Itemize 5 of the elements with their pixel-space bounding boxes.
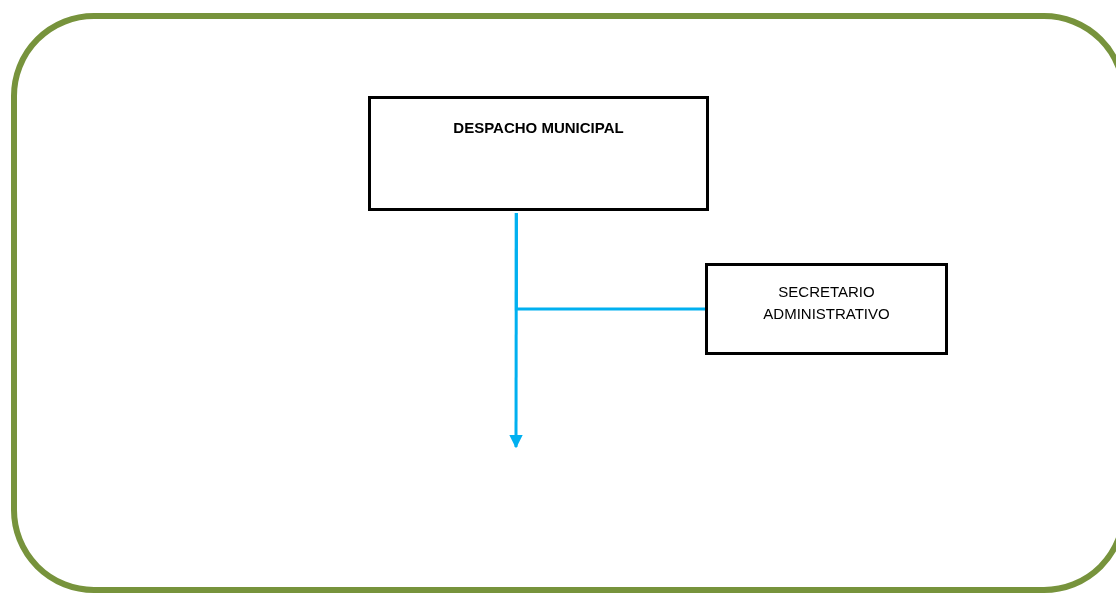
- box-title: DESPACHO MUNICIPAL: [453, 118, 624, 138]
- connector-line: [514, 213, 705, 311]
- org-box: [705, 263, 948, 355]
- box-title: SECRETARIO ADMINISTRATIVO: [762, 282, 891, 324]
- org-box: [368, 96, 709, 211]
